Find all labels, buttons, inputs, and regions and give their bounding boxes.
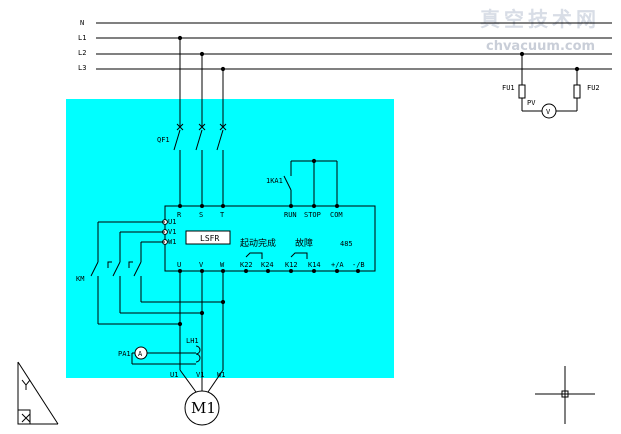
com-label: COM <box>330 211 343 219</box>
contact-k14-label: K14 <box>308 261 321 269</box>
motor-terminal-u1: U1 <box>170 371 178 379</box>
input-s-label: S <box>199 211 203 219</box>
output-w-label: W <box>220 261 225 269</box>
watermark-title: 真空技术网 <box>480 7 600 31</box>
comm-port-label: 485 <box>340 240 353 248</box>
contact-k22-label: K22 <box>240 261 253 269</box>
status-start-complete: 起动完成 <box>240 237 276 249</box>
bypass-u1-label: U1 <box>168 218 176 226</box>
output-v-label: V <box>199 261 204 269</box>
bypass-contactor-km <box>90 221 223 325</box>
motor-symbol <box>184 390 220 426</box>
motor-terminal-v1: V1 <box>196 371 204 379</box>
contact-b-label: -/B <box>352 261 365 269</box>
model-box <box>185 230 231 245</box>
model-name: LSFR <box>200 234 219 243</box>
relay-label: 1KA1 <box>266 177 283 185</box>
voltmeter-symbol <box>541 103 557 119</box>
fuse-fu1-label: FU1 <box>502 84 515 92</box>
current-transformer <box>195 345 201 363</box>
contact-a-label: +/A <box>331 261 344 269</box>
breaker-label: QF1 <box>157 136 170 144</box>
bypass-v1-label: V1 <box>168 228 176 236</box>
bus-label-l2: L2 <box>78 49 86 57</box>
fuse-fu1 <box>518 84 526 99</box>
breaker-qf1 <box>173 123 227 206</box>
voltmeter-branch <box>518 51 581 119</box>
input-t-label: T <box>220 211 225 219</box>
fuse-fu2 <box>573 84 581 99</box>
relay-1ka1 <box>283 158 338 206</box>
status-fault: 故障 <box>295 237 313 249</box>
contact-k24-label: K24 <box>261 261 274 269</box>
watermark-url: chvacuum.com <box>486 39 595 54</box>
ammeter-glyph: A <box>138 350 143 358</box>
ucs-icon <box>17 361 59 425</box>
voltmeter-glyph: V <box>546 108 551 116</box>
bus-label-l1: L1 <box>78 34 86 42</box>
main-feeders <box>177 35 226 127</box>
motor-label: M1 <box>191 399 216 417</box>
stop-label: STOP <box>304 211 321 219</box>
fuse-fu2-label: FU2 <box>587 84 600 92</box>
bypass-w1-label: W1 <box>168 238 176 246</box>
contact-k12-label: K12 <box>285 261 298 269</box>
output-contacts <box>245 252 308 259</box>
motor-terminal-w1: W1 <box>217 371 225 379</box>
contactor-label: KM <box>76 275 84 283</box>
ct-label: LH1 <box>186 337 199 345</box>
bus-label-l3: L3 <box>78 64 86 72</box>
run-label: RUN <box>284 211 297 219</box>
output-u-label: U <box>177 261 181 269</box>
bus-labels: N L1 L2 L3 <box>78 19 86 72</box>
bus-label-n: N <box>80 19 84 27</box>
ammeter-label: PA1 <box>118 350 131 358</box>
voltmeter-label: PV <box>527 99 536 107</box>
motor-feeders <box>177 271 226 393</box>
ammeter-circuit <box>131 345 201 365</box>
input-r-label: R <box>177 211 182 219</box>
crosshair-cursor <box>535 366 595 424</box>
